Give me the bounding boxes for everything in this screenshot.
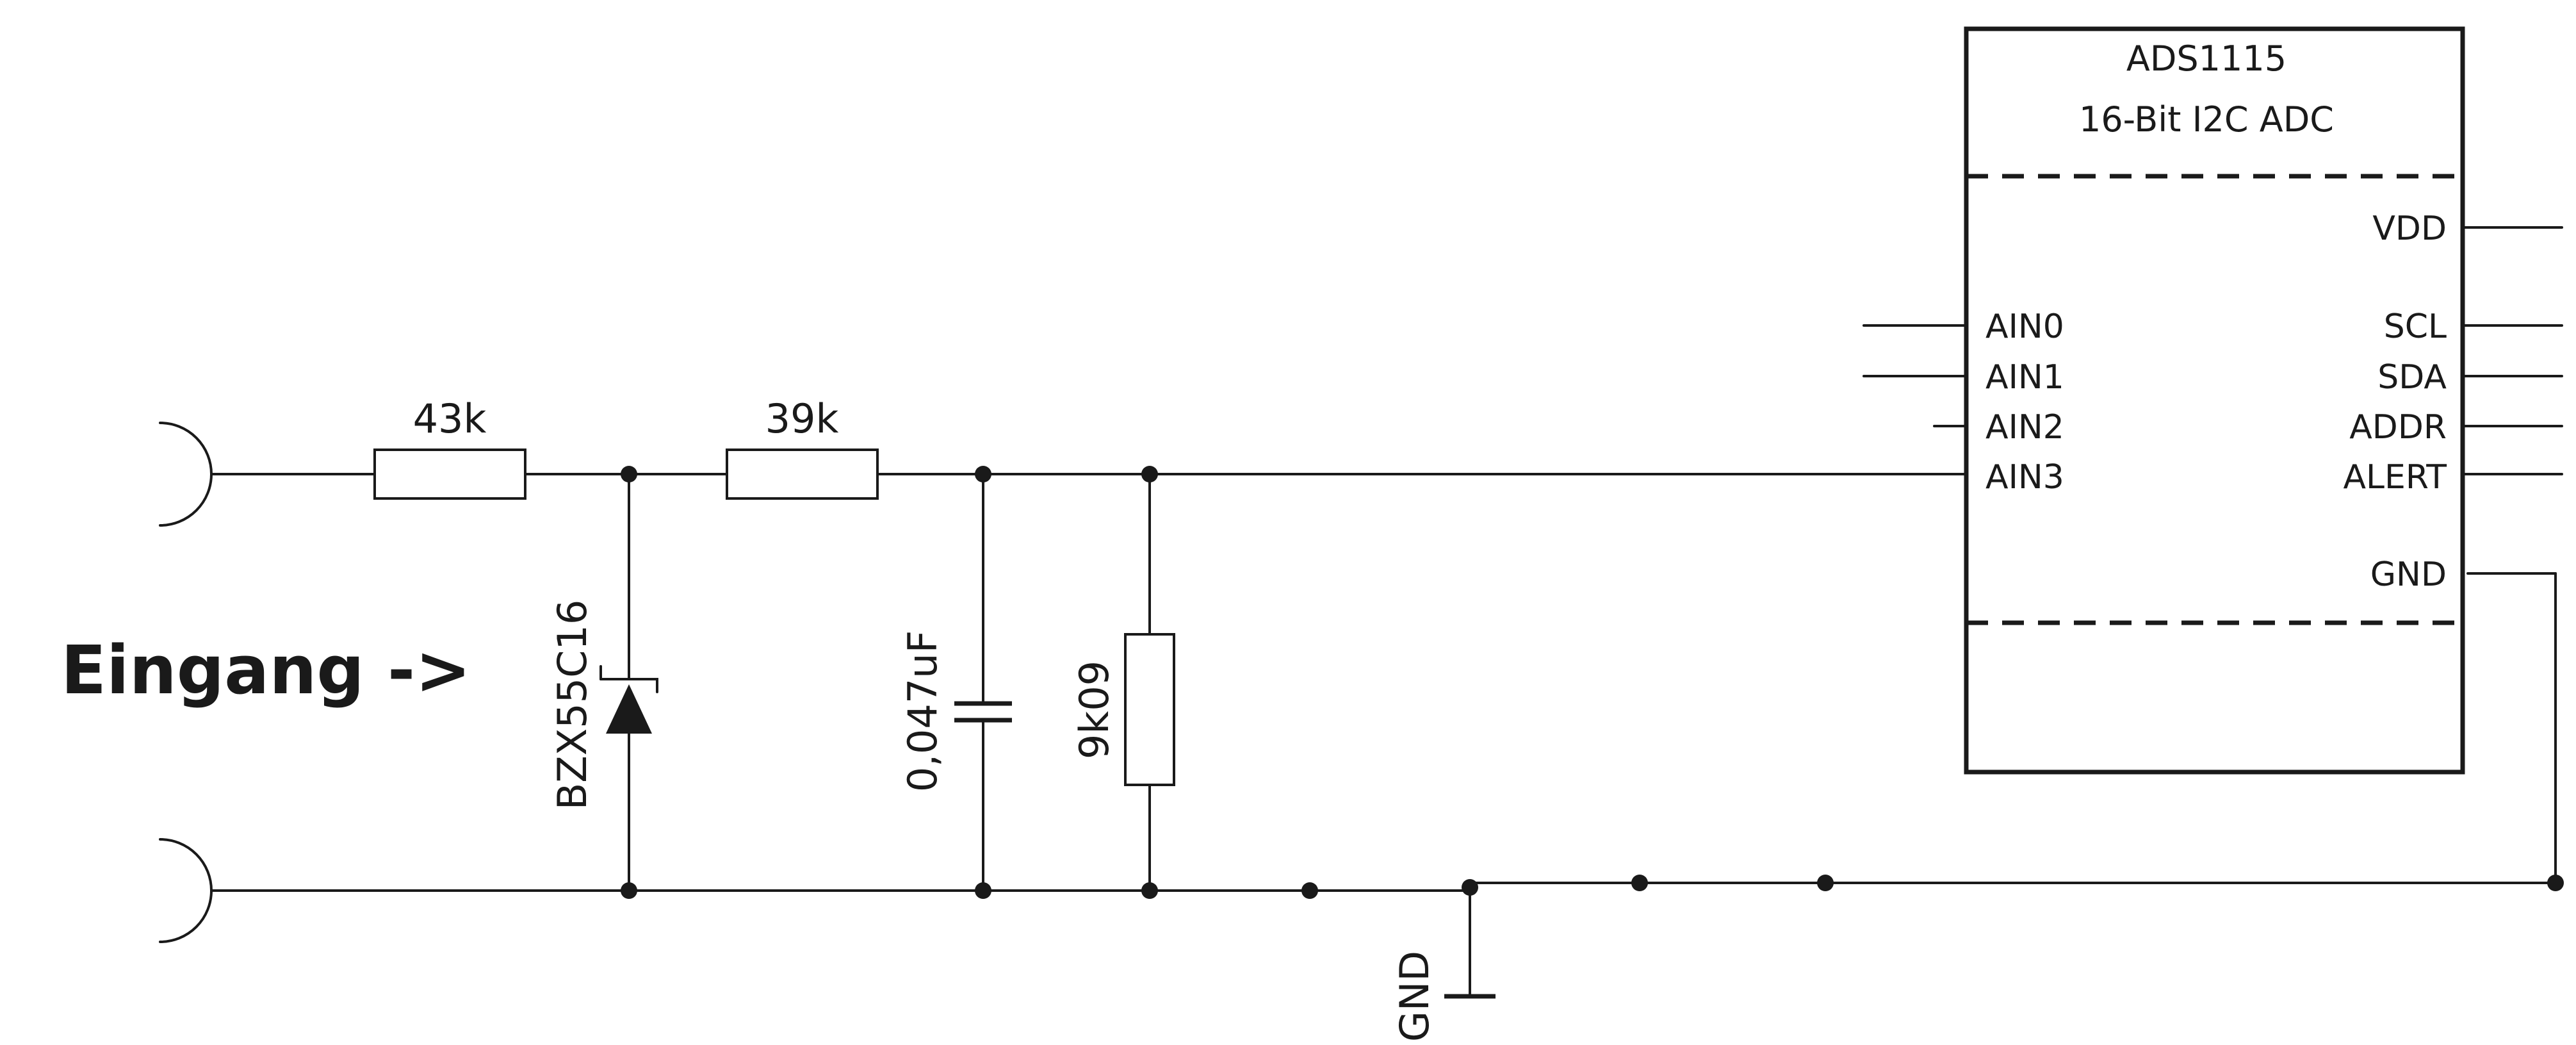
resistor-r2: 39k: [726, 395, 879, 500]
resistor-r1: 43k: [373, 395, 526, 500]
resistor-r3-value: 9k09: [1071, 661, 1118, 759]
ic-pin-alert: ALERT: [2343, 458, 2447, 497]
ic-description: 16-Bit I2C ADC: [2079, 99, 2334, 140]
junction-dots: [621, 466, 2564, 899]
ground-label: GND: [1391, 951, 1438, 1042]
zener-diode: BZX55C16: [549, 473, 658, 892]
ic-pin-scl: SCL: [2384, 308, 2447, 346]
resistor-r1-value: 43k: [413, 395, 487, 442]
ground-symbol: GND: [1391, 889, 1496, 1042]
ic-pin-vdd: VDD: [2372, 210, 2447, 248]
ic-pin-addr: ADDR: [2349, 408, 2447, 447]
ic-pin-ain3: AIN3: [1985, 458, 2064, 497]
ic-pin-gnd: GND: [2370, 555, 2447, 594]
input-label: Eingang ->: [61, 631, 471, 709]
zener-diode-value: BZX55C16: [549, 600, 596, 810]
resistor-r2-value: 39k: [765, 395, 839, 442]
ic-pin-ain0: AIN0: [1985, 308, 2064, 346]
ic-pin-ain1: AIN1: [1985, 358, 2064, 397]
input-jack-top: [159, 422, 213, 527]
capacitor: 0,047uF: [899, 473, 1012, 892]
resistor-r3: 9k09: [1071, 473, 1175, 892]
ic-pin-ain2: AIN2: [1985, 408, 2064, 447]
ic-ads1115: ADS1115 16-Bit I2C ADC AIN0 AIN1 AIN2 AI…: [1863, 26, 2563, 775]
input-jack-bottom: [159, 838, 213, 943]
capacitor-value: 0,047uF: [899, 630, 946, 792]
ic-pin-sda: SDA: [2377, 358, 2447, 397]
ic-name: ADS1115: [2126, 38, 2287, 79]
